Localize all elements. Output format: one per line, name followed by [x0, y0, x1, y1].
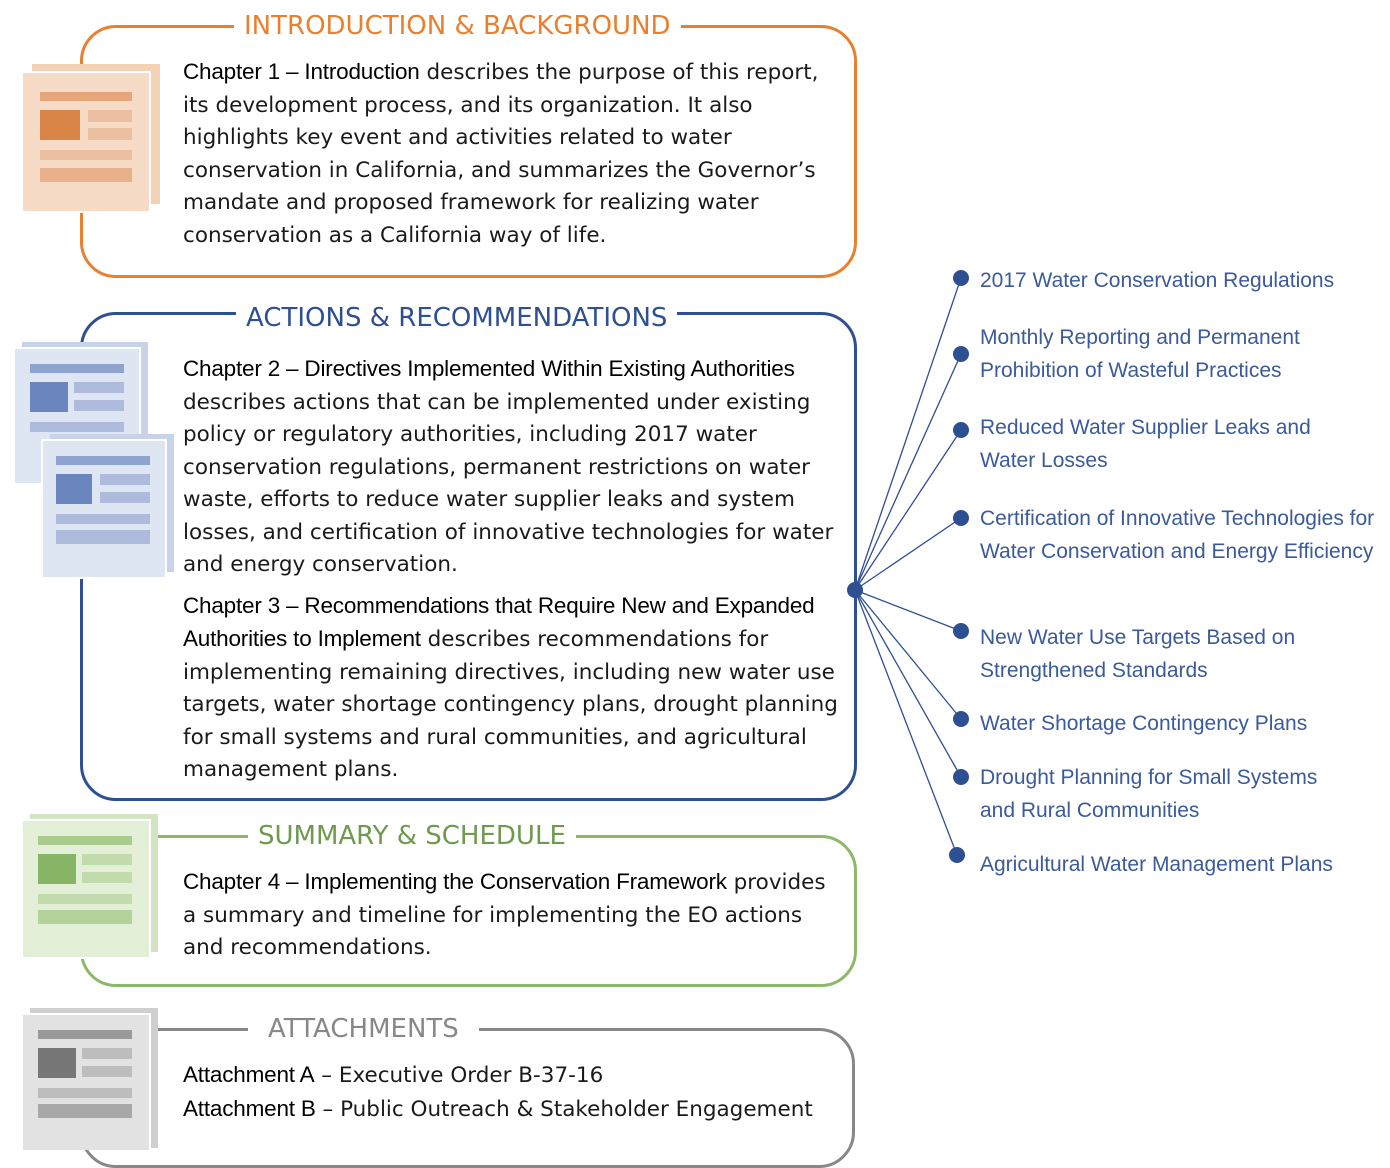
summary-section-title: SUMMARY & SCHEDULE [248, 821, 576, 851]
actions-body: Chapter 2 – Directives Implemented Withi… [183, 353, 838, 787]
directive-item: Water Shortage Contingency Plans [980, 712, 1308, 735]
chapter-1-paragraph: Chapter 1 – Introduction describes the p… [183, 56, 833, 252]
bullet-dot [953, 346, 969, 362]
chapter-4-paragraph: Chapter 4 – Implementing the Conservatio… [183, 866, 833, 965]
directive-item: Agricultural Water Management Plans [980, 853, 1333, 876]
chapter-1-title: Chapter 1 – Introduction [183, 59, 420, 84]
bullet-dot [953, 769, 969, 785]
connector-line [854, 277, 962, 591]
directive-item: Monthly Reporting and Permanent Prohibit… [980, 326, 1300, 382]
connector-line [854, 589, 958, 856]
bullet-dot [953, 422, 969, 438]
attachment-a-line: Attachment A – Executive Order B-37-16 [183, 1059, 843, 1093]
bullet-dot [949, 847, 965, 863]
summary-body: Chapter 4 – Implementing the Conservatio… [183, 866, 833, 965]
directive-item: Certification of Innovative Technologies… [980, 507, 1375, 563]
intro-section-title: INTRODUCTION & BACKGROUND [234, 11, 681, 41]
chapter-2-title: Chapter 2 – Directives Implemented Withi… [183, 356, 795, 381]
attachment-b-line: Attachment B – Public Outreach & Stakeho… [183, 1093, 843, 1127]
chapter-3-text: describes recommendations for implementi… [183, 627, 838, 782]
directive-item: New Water Use Targets Based on Strengthe… [980, 626, 1296, 682]
connector-line [854, 589, 962, 632]
connector-line [854, 589, 962, 778]
bullet-dot [953, 510, 969, 526]
connector-line [854, 517, 962, 591]
document-icon-gray [21, 1008, 158, 1150]
chapter-3-paragraph: Chapter 3 – Recommendations that Require… [183, 590, 838, 787]
bullet-dot [953, 623, 969, 639]
attachments-section-title: ATTACHMENTS [248, 1014, 479, 1044]
chapter-4-title: Chapter 4 – Implementing the Conservatio… [183, 869, 727, 894]
connector-line [854, 429, 962, 591]
chapter-1-text: describes the purpose of this report, it… [183, 60, 819, 248]
document-icon-orange [21, 64, 160, 213]
bullet-dot [953, 711, 969, 727]
attachment-b-text: – Public Outreach & Stakeholder Engageme… [315, 1096, 813, 1122]
directive-item: 2017 Water Conservation Regulations [980, 269, 1335, 292]
attachment-a-title: Attachment A [183, 1062, 315, 1087]
connector-line [854, 589, 962, 720]
actions-section-title: ACTIONS & RECOMMENDATIONS [236, 303, 678, 333]
attachments-body: Attachment A – Executive Order B-37-16 A… [183, 1059, 843, 1126]
bullet-dot [953, 270, 969, 286]
attachment-b-title: Attachment B [183, 1095, 316, 1121]
document-icon-green [21, 814, 158, 959]
chapter-2-text: describes actions that can be implemente… [183, 389, 834, 578]
chapter-4-text: provides a summary and timeline for impl… [183, 870, 826, 960]
attachment-a-text: – Executive Order B-37-16 [314, 1063, 604, 1088]
directive-item: Drought Planning for Small Systems and R… [980, 766, 1318, 822]
chapter-2-paragraph: Chapter 2 – Directives Implemented Withi… [183, 353, 838, 582]
directive-item: Reduced Water Supplier Leaks and Water L… [980, 416, 1311, 472]
intro-body: Chapter 1 – Introduction describes the p… [183, 56, 833, 252]
connector-line [854, 353, 962, 591]
document-icon-blue-2 [41, 434, 174, 579]
chapter-3-title: Chapter 3 – Recommendations that Require… [183, 592, 815, 652]
